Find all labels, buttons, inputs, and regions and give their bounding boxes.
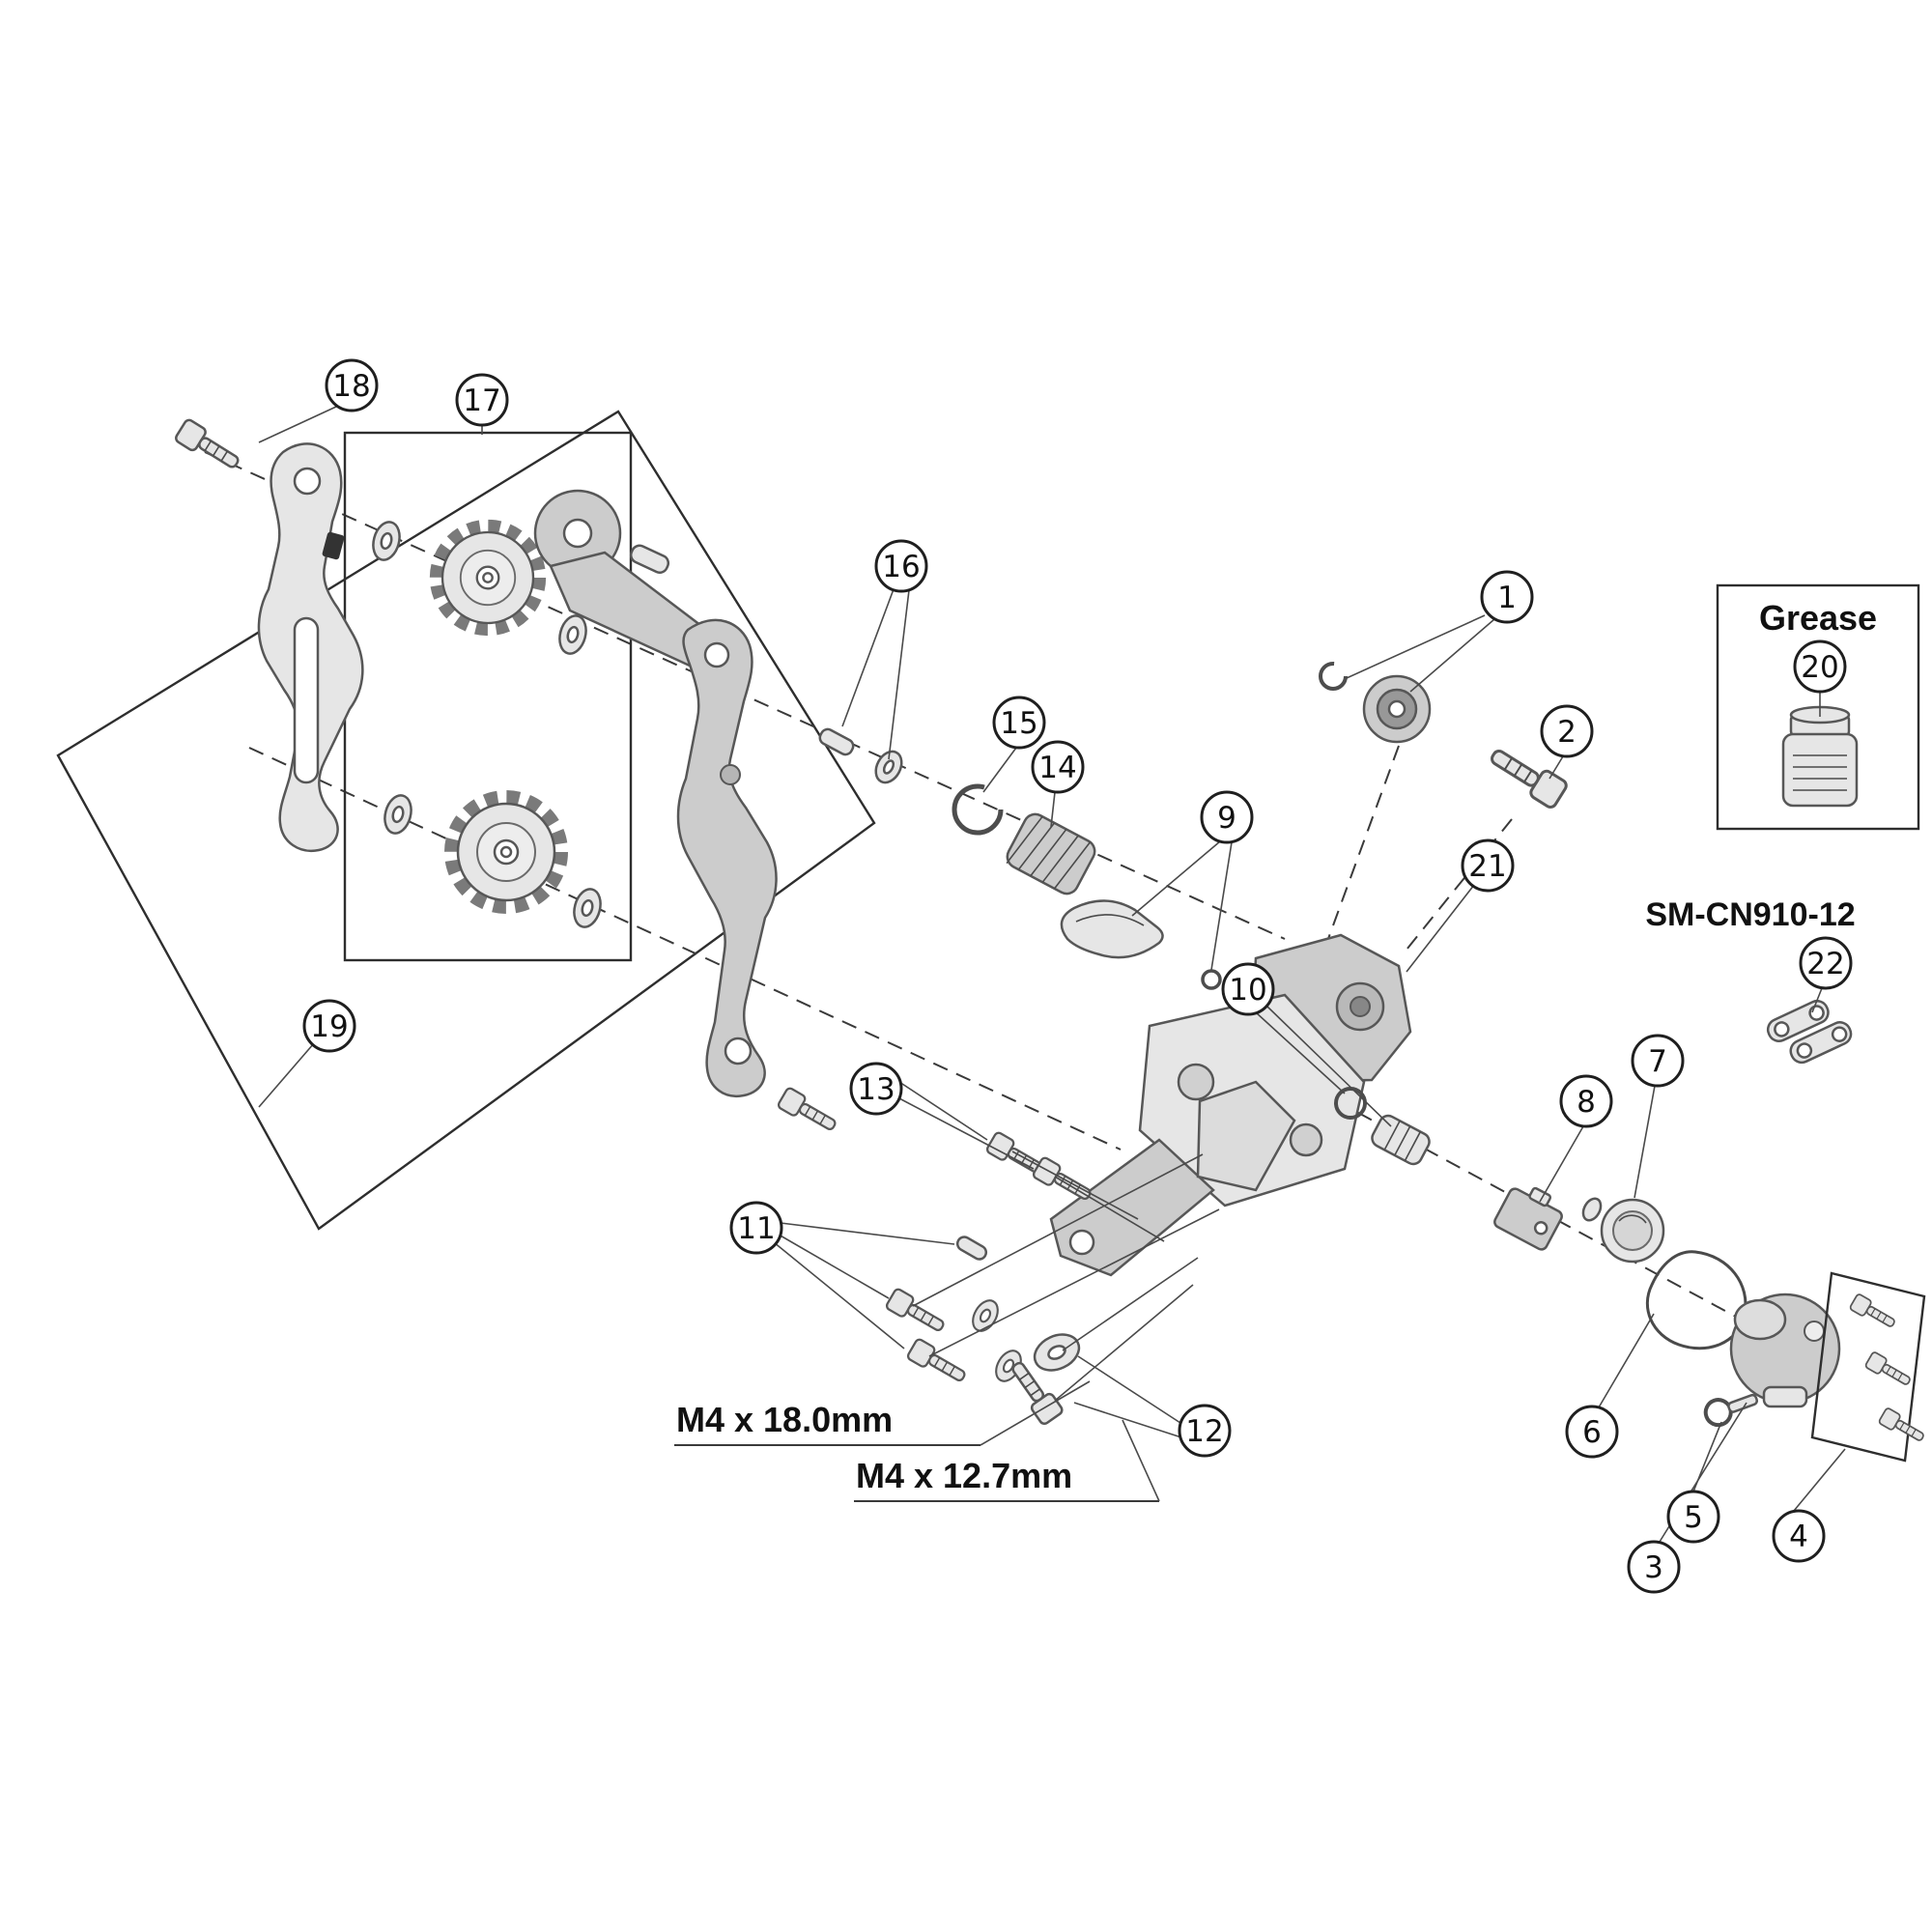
plate-clip	[322, 531, 345, 560]
callout-11: 11	[729, 1201, 955, 1350]
bracket-bearing-unit	[1362, 674, 1432, 744]
svg-text:19: 19	[310, 1009, 348, 1044]
svg-text:13: 13	[857, 1072, 895, 1107]
callout-14: 14	[1031, 740, 1085, 828]
svg-text:1: 1	[1497, 581, 1517, 615]
bolt-spec-short-group: M4 x 12.7mm	[854, 1419, 1160, 1502]
callout-19: 19	[258, 999, 356, 1108]
svg-text:7: 7	[1648, 1044, 1667, 1079]
derailleur-body	[1049, 933, 1412, 1277]
snap-ring	[952, 783, 1004, 836]
pulley-washer	[554, 611, 591, 658]
callout-6: 6	[1565, 1313, 1655, 1459]
callout-12: 12	[1073, 1355, 1232, 1458]
grease-label: Grease	[1759, 598, 1877, 638]
svg-text:18: 18	[332, 369, 370, 404]
svg-text:8: 8	[1577, 1085, 1596, 1120]
callout-7: 7	[1631, 1034, 1685, 1199]
cage-assembly-box-19	[56, 410, 876, 1231]
bolt-spec-short-label: M4 x 12.7mm	[856, 1456, 1072, 1495]
callout-15: 15	[982, 696, 1046, 793]
guide-pulley	[437, 526, 538, 628]
c-clip	[1319, 662, 1348, 691]
grease-jar	[1781, 705, 1859, 808]
unit-cap	[1600, 1198, 1665, 1264]
chain-quick-link	[1766, 999, 1853, 1065]
svg-text:10: 10	[1229, 973, 1266, 1008]
callout-21: 21	[1406, 838, 1515, 973]
callout-8: 8	[1539, 1074, 1613, 1203]
cable-guide	[1060, 899, 1164, 959]
unit-gasket	[1645, 1250, 1747, 1350]
svg-text:14: 14	[1038, 751, 1076, 785]
cage-pin	[818, 727, 855, 756]
chain-model-label: SM-CN910-12	[1645, 896, 1855, 933]
tension-spring	[1006, 812, 1096, 895]
callout-17: 17	[455, 373, 509, 435]
plate-washer	[1033, 1333, 1081, 1372]
svg-text:16: 16	[882, 550, 920, 584]
adjust-bushing	[1371, 1114, 1431, 1166]
axis-pulley-unit	[1324, 745, 1400, 948]
svg-text:6: 6	[1582, 1415, 1602, 1450]
pulley-washer	[569, 885, 606, 931]
svg-text:3: 3	[1644, 1550, 1663, 1585]
svg-text:4: 4	[1789, 1520, 1808, 1554]
adjust-screw-set	[884, 1236, 1028, 1389]
svg-text:12: 12	[1185, 1414, 1223, 1449]
callout-10: 10	[1221, 962, 1392, 1127]
callout-13: 13	[849, 1062, 1035, 1170]
o-ring	[1334, 1087, 1367, 1120]
plate-fixing-bolt	[173, 416, 245, 476]
cage-stopper-bolt	[776, 1085, 841, 1138]
svg-text:17: 17	[463, 384, 500, 418]
callout-1: 1	[1346, 570, 1534, 693]
pulley-washer	[368, 518, 405, 564]
callout-20: 20	[1793, 639, 1847, 717]
guide-o-ring	[1201, 969, 1222, 990]
callout-9: 9	[1131, 790, 1254, 971]
svg-text:21: 21	[1468, 849, 1506, 884]
pulley-washer	[380, 791, 416, 838]
outer-cage-plate	[257, 442, 364, 853]
svg-text:9: 9	[1217, 801, 1236, 836]
svg-text:22: 22	[1806, 947, 1844, 981]
callout-16: 16	[841, 539, 928, 760]
callout-5: 5	[1666, 1421, 1722, 1544]
switch-unit	[1493, 1186, 1563, 1251]
svg-text:5: 5	[1684, 1500, 1703, 1535]
bolt-spec-long-group: M4 x 18.0mm	[674, 1380, 1091, 1446]
svg-text:20: 20	[1801, 650, 1838, 685]
svg-text:11: 11	[737, 1211, 775, 1246]
inner-cage-plate	[533, 489, 778, 1098]
callout-2: 2	[1540, 704, 1594, 780]
charging-port-cap	[1703, 1393, 1759, 1428]
svg-text:15: 15	[1000, 706, 1037, 741]
tension-pulley	[452, 798, 560, 906]
cap-washer	[1581, 1197, 1603, 1222]
callout-18: 18	[258, 358, 379, 443]
unit-fixing-screws	[1810, 1271, 1928, 1463]
cage-bushing	[874, 750, 903, 784]
callout-4: 4	[1772, 1448, 1846, 1563]
grease-group: Grease	[1716, 583, 1920, 831]
svg-text:2: 2	[1557, 715, 1577, 750]
callout-22: 22	[1799, 936, 1853, 1013]
bolt-spec-long-label: M4 x 18.0mm	[676, 1400, 893, 1439]
motor-unit	[1729, 1293, 1841, 1408]
